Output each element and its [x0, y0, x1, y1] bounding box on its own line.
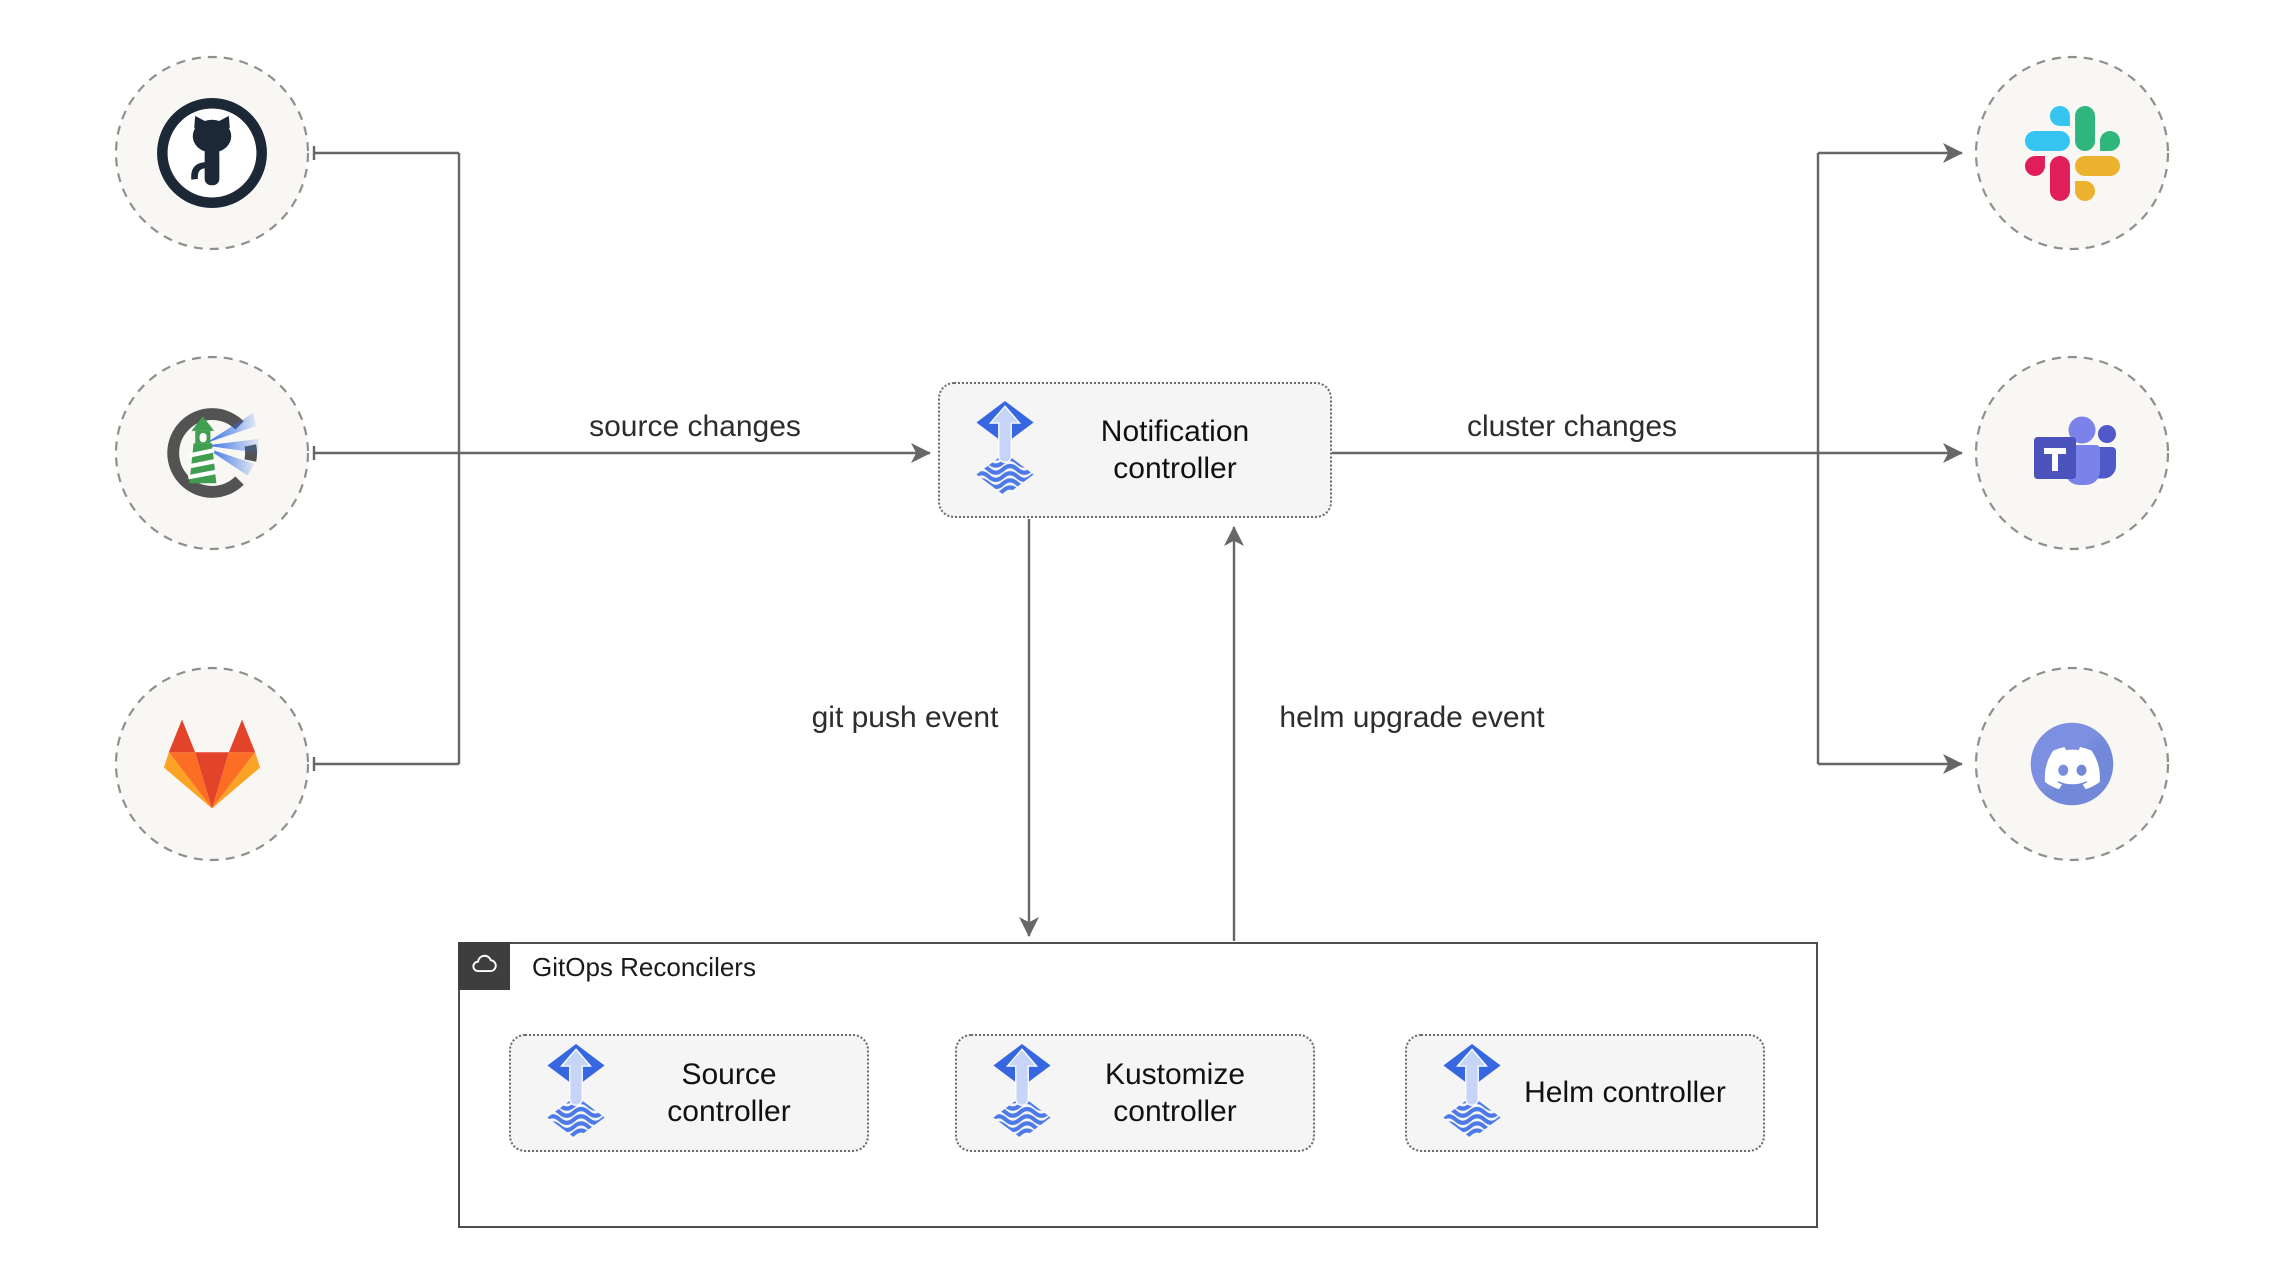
harbor-icon	[114, 355, 310, 551]
notification-controller-node: Notification controller	[938, 382, 1332, 518]
slack-icon	[1974, 55, 2170, 251]
slack-node	[1974, 55, 2170, 251]
discord-node	[1974, 666, 2170, 862]
source-controller-label: Source controller	[667, 1057, 791, 1129]
teams-node	[1974, 355, 2170, 551]
teams-icon	[1974, 355, 2170, 551]
helm-controller-label: Helm controller	[1524, 1076, 1726, 1110]
cloud-icon	[468, 951, 500, 982]
gitlab-icon	[114, 666, 310, 862]
kustomize-controller-node: Kustomize controller	[955, 1034, 1315, 1152]
github-node	[114, 55, 310, 251]
kustomize-controller-label: Kustomize controller	[1104, 1057, 1246, 1129]
gitops-reconcilers-title: GitOps Reconcilers	[532, 952, 756, 982]
gitlab-node	[114, 666, 310, 862]
flux-icon	[974, 400, 1036, 500]
flux-icon	[545, 1043, 607, 1143]
harbor-node	[114, 355, 310, 551]
edge-label-helm-upgrade-event: helm upgrade event	[1275, 701, 1549, 735]
dashed-circle	[1974, 55, 2170, 251]
container-tab	[458, 942, 510, 990]
github-icon	[114, 55, 310, 251]
gitops-reconcilers-container: GitOps Reconcilers Source controller	[458, 942, 1818, 1228]
edge-label-cluster-changes: cluster changes	[1462, 410, 1682, 444]
notification-controller-label: Notification controller	[1100, 414, 1250, 486]
flux-icon	[991, 1043, 1053, 1143]
helm-controller-node: Helm controller	[1405, 1034, 1765, 1152]
discord-icon	[1974, 666, 2170, 862]
flux-icon	[1441, 1043, 1503, 1143]
edge-label-git-push-event: git push event	[807, 701, 1003, 735]
source-controller-node: Source controller	[509, 1034, 869, 1152]
edge-label-source-changes: source changes	[585, 410, 805, 444]
